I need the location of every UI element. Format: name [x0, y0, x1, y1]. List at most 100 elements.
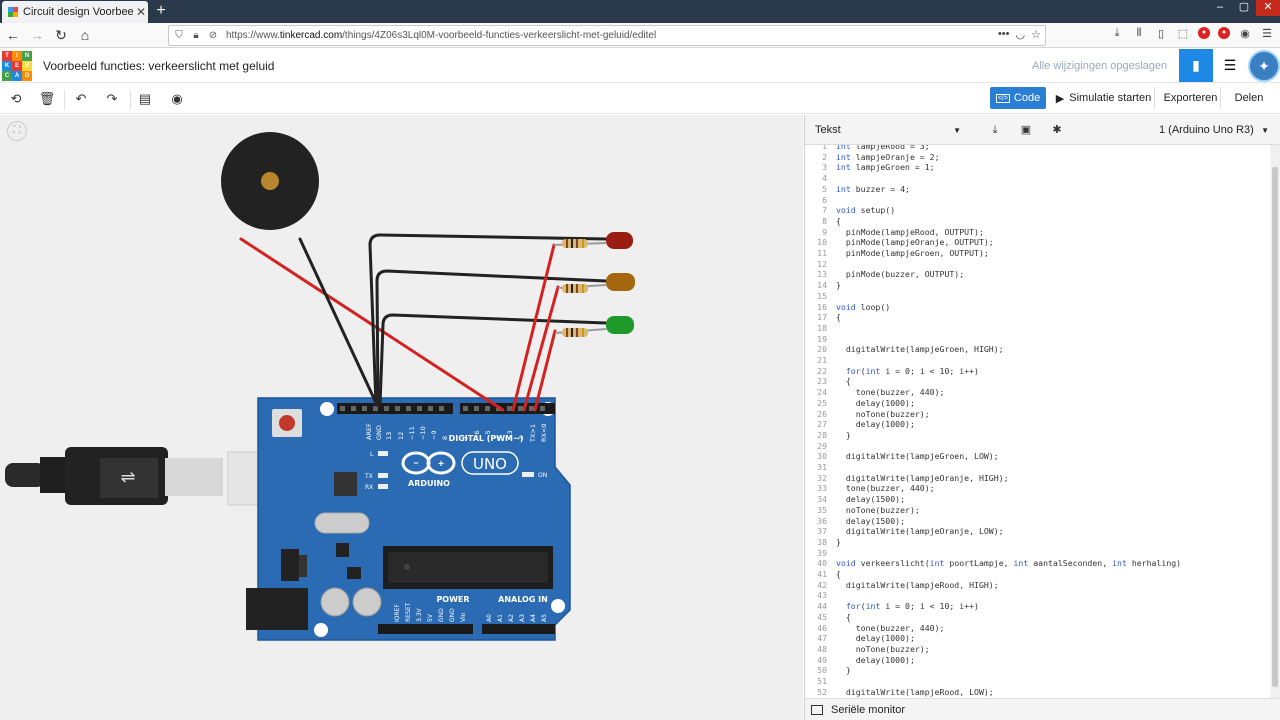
code-button[interactable]: </> Code [990, 87, 1046, 109]
code-line[interactable]: 29 [805, 441, 1271, 452]
code-mode-select[interactable]: Tekst ▼ [809, 120, 967, 140]
code-line[interactable]: 37 digitalWrite(lampjeOranje, LOW); [805, 526, 1271, 537]
code-line[interactable]: 46 tone(buzzer, 440); [805, 623, 1271, 634]
code-line[interactable]: 44 for(int i = 0; i < 10; i++) [805, 601, 1271, 612]
code-line[interactable]: 47 delay(1000); [805, 633, 1271, 644]
eye-icon[interactable]: ◉ [171, 91, 183, 106]
avatar[interactable]: ✦ [1248, 50, 1280, 82]
code-line[interactable]: 48 noTone(buzzer); [805, 644, 1271, 655]
code-line[interactable]: 35 noTone(buzzer); [805, 505, 1271, 516]
arduino-uno-board[interactable]: AREF GND 13 12 ~11 ~10 ~9 8 7 ~6 ~5 4 ~3… [246, 397, 571, 641]
code-scrollbar[interactable] [1270, 145, 1280, 698]
notes-icon[interactable]: ▤ [138, 91, 152, 106]
sidebar-icon[interactable]: ▯ [1157, 28, 1165, 40]
bookmark-star-icon[interactable]: ☆ [1031, 29, 1041, 41]
download-code-icon[interactable]: ⤓ [992, 124, 998, 136]
code-line[interactable]: 13 pinMode(buzzer, OUTPUT); [805, 269, 1271, 280]
code-line[interactable]: 27 delay(1000); [805, 419, 1271, 430]
code-line[interactable]: 10 pinMode(lampjeOranje, OUTPUT); [805, 237, 1271, 248]
upload-library-icon[interactable]: ▣ [1020, 124, 1032, 136]
serial-monitor-bar[interactable]: Seriële monitor [805, 698, 1280, 720]
code-line[interactable]: 11 pinMode(lampjeGroen, OUTPUT); [805, 248, 1271, 259]
library-icon[interactable]: ⫴ [1136, 27, 1142, 39]
orange-led-assembly[interactable] [557, 273, 635, 293]
code-line[interactable]: 23 { [805, 376, 1271, 387]
code-line[interactable]: 15 [805, 291, 1271, 302]
design-title[interactable]: Voorbeeld functies: verkeerslicht met ge… [43, 59, 275, 73]
screenshot-icon[interactable]: ⬚ [1177, 28, 1189, 40]
delete-icon[interactable]: 🗑︎ [38, 91, 56, 106]
browser-tab[interactable]: Circuit design Voorbeeld functi ✕ [2, 1, 148, 23]
code-line[interactable]: 28 } [805, 430, 1271, 441]
minimize-icon[interactable]: – [1216, 1, 1224, 13]
forward-icon[interactable]: → [30, 27, 44, 43]
account-icon[interactable]: ◉ [1240, 28, 1250, 40]
code-line[interactable]: 39 [805, 548, 1271, 559]
code-line[interactable]: 9 pinMode(lampjeRood, OUTPUT); [805, 227, 1271, 238]
code-line[interactable]: 4 [805, 173, 1271, 184]
address-bar[interactable]: ⛉ 🔒︎ ⊘ https://www.tinkercad.com/things/… [168, 25, 1046, 46]
menu-icon[interactable]: ☰ [1262, 28, 1272, 40]
code-line[interactable]: 36 delay(1500); [805, 516, 1271, 527]
share-button[interactable]: Delen [1234, 92, 1264, 104]
code-line[interactable]: 52 digitalWrite(lampjeRood, LOW); [805, 687, 1271, 698]
code-line[interactable]: 32 digitalWrite(lampjeOranje, HIGH); [805, 473, 1271, 484]
code-line[interactable]: 49 delay(1000); [805, 655, 1271, 666]
ublock-icon[interactable]: ● [1218, 27, 1230, 39]
device-select[interactable]: 1 (Arduino Uno R3) ▼ [1153, 120, 1275, 140]
close-window-icon[interactable]: ✕ [1256, 0, 1280, 16]
pocket-icon[interactable]: ◡ [1015, 29, 1026, 41]
undo-icon[interactable]: ↶ [75, 91, 87, 106]
code-line[interactable]: 31 [805, 462, 1271, 473]
close-tab-icon[interactable]: ✕ [135, 5, 147, 19]
piezo-buzzer[interactable] [221, 132, 319, 230]
code-line[interactable]: 26 noTone(buzzer); [805, 409, 1271, 420]
rotate-icon[interactable]: ⟲ [10, 91, 22, 106]
maximize-icon[interactable]: ▢ [1238, 1, 1250, 13]
code-line[interactable]: 6 [805, 195, 1271, 206]
code-line[interactable]: 51 [805, 676, 1271, 687]
adblock-icon[interactable]: ● [1198, 27, 1210, 39]
code-line[interactable]: 38} [805, 537, 1271, 548]
start-simulation-button[interactable]: ▶ Simulatie starten [1053, 87, 1155, 109]
debugger-bug-icon[interactable]: ✱ [1052, 124, 1062, 136]
zoom-fit-icon[interactable]: ⛶ [7, 121, 27, 141]
tinkercad-logo[interactable]: T I N K E R C A D [2, 51, 32, 81]
code-line[interactable]: 41{ [805, 569, 1271, 580]
new-tab-icon[interactable]: + [156, 2, 166, 19]
back-icon[interactable]: ← [6, 27, 20, 43]
code-line[interactable]: 18 [805, 323, 1271, 334]
components-list-button[interactable]: ☰ [1213, 49, 1247, 82]
code-line[interactable]: 12 [805, 259, 1271, 270]
code-line[interactable]: 21 [805, 355, 1271, 366]
code-line[interactable]: 24 tone(buzzer, 440); [805, 387, 1271, 398]
code-line[interactable]: 34 delay(1500); [805, 494, 1271, 505]
code-line[interactable]: 33 tone(buzzer, 440); [805, 483, 1271, 494]
red-led-assembly[interactable] [553, 232, 633, 249]
scrollbar-thumb[interactable] [1272, 167, 1278, 687]
code-line[interactable]: 42 digitalWrite(lampjeRood, HIGH); [805, 580, 1271, 591]
code-line[interactable]: 30 digitalWrite(lampjeGroen, LOW); [805, 451, 1271, 462]
green-led-assembly[interactable] [554, 316, 634, 337]
code-line[interactable]: 25 delay(1000); [805, 398, 1271, 409]
code-line[interactable]: 20 digitalWrite(lampjeGroen, HIGH); [805, 344, 1271, 355]
code-line[interactable]: 14} [805, 280, 1271, 291]
code-line[interactable]: 45 { [805, 612, 1271, 623]
home-icon[interactable]: ⌂ [80, 27, 90, 43]
reload-icon[interactable]: ↻ [55, 27, 67, 43]
code-line[interactable]: 17{ [805, 312, 1271, 323]
code-line[interactable]: 43 [805, 590, 1271, 601]
code-line[interactable]: 22 for(int i = 0; i < 10; i++) [805, 366, 1271, 377]
code-line[interactable]: 50 } [805, 665, 1271, 676]
circuit-canvas[interactable]: ⛶ ⇌ [0, 115, 803, 720]
redo-icon[interactable]: ↷ [106, 91, 118, 106]
export-button[interactable]: Exporteren [1161, 87, 1221, 109]
